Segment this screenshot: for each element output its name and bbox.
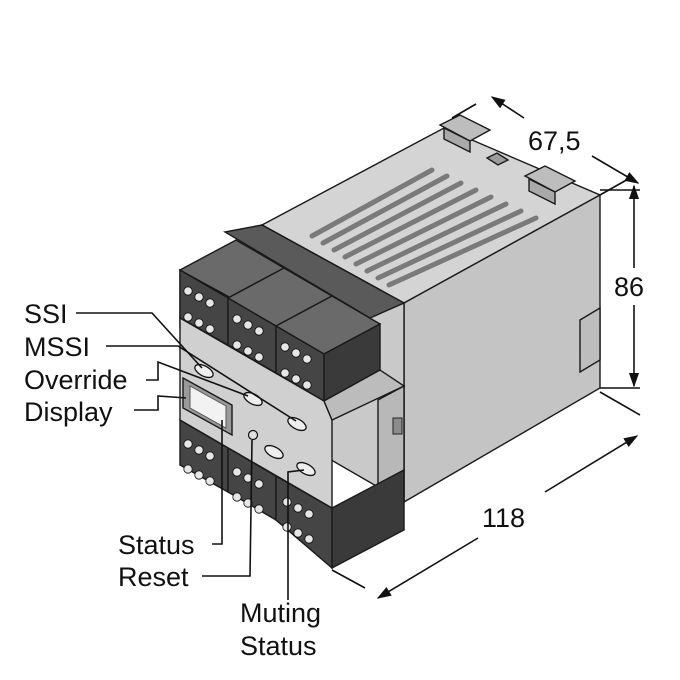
screw-hole [205, 324, 215, 334]
upper-screw-holes [183, 286, 312, 390]
screw-hole [293, 528, 303, 538]
muting-status-leader [287, 469, 305, 600]
ssi-button[interactable] [193, 362, 215, 380]
muting-status-label-line1: Muting [240, 598, 321, 628]
screw-hole [194, 445, 204, 455]
screw-hole [304, 509, 314, 519]
side-flange [377, 384, 405, 486]
screw-hole [243, 498, 253, 508]
width-dimension: 118 [482, 503, 525, 533]
height-dimension: 86 [614, 272, 644, 302]
ssi-leader [76, 312, 203, 369]
screw-hole [254, 504, 264, 514]
status-label: Status [118, 530, 195, 560]
screw-hole [280, 342, 290, 352]
muting-status-label-line2: Status [240, 631, 317, 661]
screw-hole [282, 522, 292, 532]
width-extension-b [599, 391, 641, 416]
screw-hole [243, 346, 253, 356]
muting-status-button[interactable] [295, 460, 317, 478]
status-leader [212, 420, 223, 545]
override-label: Override [24, 365, 128, 395]
panel-face [179, 316, 333, 510]
width-extension-a [331, 569, 366, 589]
display-screen [189, 385, 227, 429]
dimension-lines [331, 96, 641, 599]
depth-extension-b [599, 177, 631, 196]
screw-hole [282, 497, 292, 507]
depth-dimension-line [490, 96, 525, 119]
vent-slots [309, 167, 539, 288]
reset-label: Reset [118, 562, 189, 592]
screw-hole [254, 352, 264, 362]
lower-screw-holes [183, 439, 314, 544]
din-notch [579, 306, 601, 374]
rear-clip [443, 126, 471, 154]
screw-hole [194, 470, 204, 480]
screw-hole [243, 320, 253, 330]
screw-hole [232, 314, 242, 324]
vent-slot [364, 201, 509, 274]
screw-hole [280, 368, 290, 378]
depth-extension-a [451, 103, 477, 119]
vent-slot [320, 173, 450, 246]
depth-dimension-line-2 [591, 155, 640, 184]
screw-hole [205, 298, 215, 308]
depth-dimension: 67,5 [528, 126, 581, 156]
rear-clip [528, 177, 556, 206]
reset-button[interactable] [263, 443, 285, 461]
screw-hole [194, 292, 204, 302]
vent-slot [342, 187, 479, 260]
screw-hole [183, 286, 193, 296]
rear-tab [485, 152, 510, 166]
ssi-label: SSI [24, 299, 68, 329]
front-panel [179, 316, 406, 510]
screw-hole [302, 354, 312, 364]
screw-hole [304, 534, 314, 544]
side-clip [392, 417, 403, 435]
reset-leader [202, 439, 253, 577]
screw-hole [194, 318, 204, 328]
status-led [247, 429, 259, 441]
vent-slot [386, 215, 539, 288]
lower-terminal-side [331, 468, 405, 570]
vent-slot [375, 208, 524, 281]
screw-hole [291, 374, 301, 384]
screw-hole [302, 380, 312, 390]
screw-hole [183, 312, 193, 322]
callout-leaders [76, 312, 305, 600]
screw-hole [205, 476, 215, 486]
screw-hole [291, 348, 301, 358]
screw-hole [254, 326, 264, 336]
screw-hole [183, 439, 193, 449]
display-label: Display [24, 397, 113, 427]
screw-hole [254, 479, 264, 489]
width-dimension-line [376, 537, 479, 599]
display-leader [134, 395, 187, 411]
screw-hole [183, 464, 193, 474]
mssi-button[interactable] [286, 415, 308, 433]
screw-hole [232, 492, 242, 502]
override-leader [146, 360, 249, 397]
screw-hole [205, 451, 215, 461]
panel-edge [323, 369, 406, 421]
screw-hole [293, 503, 303, 513]
vent-slot [331, 180, 464, 253]
vent-slot [309, 167, 435, 239]
mssi-label: MSSI [24, 332, 90, 362]
vent-slot [353, 194, 494, 267]
screw-hole [232, 467, 242, 477]
screw-hole [232, 340, 242, 350]
width-dimension-line-2 [544, 435, 639, 493]
mssi-leader [106, 345, 297, 422]
terminal-bridge [223, 224, 406, 319]
rear-clips [438, 114, 577, 206]
